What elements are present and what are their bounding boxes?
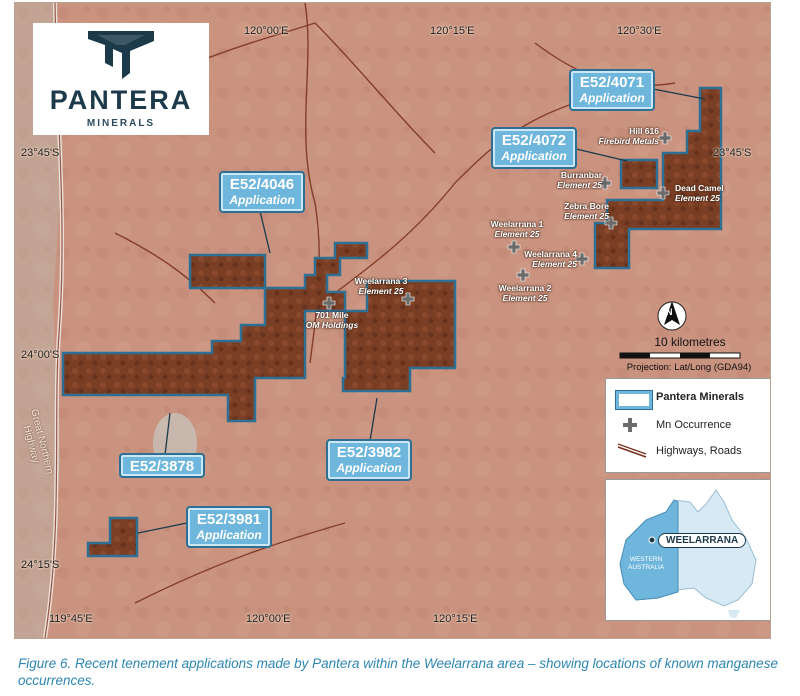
callout-e52-4046[interactable]: E52/4046 Application <box>219 171 305 213</box>
tenement-polygons <box>61 86 723 558</box>
lon-label-bottom-2: 120°00'E <box>246 613 291 625</box>
tenement-status: Application <box>501 149 567 163</box>
figure-caption: Figure 6. Recent tenement applications m… <box>18 656 778 688</box>
occurrence-marker <box>656 186 670 200</box>
map-legend: Pantera Minerals Mn Occurrence Highways,… <box>605 378 770 473</box>
occurrence-company: Element 25 <box>502 293 548 303</box>
legend-roads-label: Highways, Roads <box>656 445 742 457</box>
tenement-e52-4046-3878 <box>61 241 369 423</box>
tenement-e52-4072 <box>619 158 659 190</box>
occurrence-label-hill-616: Hill 616 <box>615 126 659 136</box>
region-line1: WESTERN <box>629 556 663 563</box>
western-plain <box>15 3 63 638</box>
map-frame[interactable]: PANTERA MINERALS 120°00'E 120°15'E 120°3… <box>14 2 771 639</box>
scale-label: 10 kilometres <box>654 335 726 349</box>
legend-occurrence-label: Mn Occurrence <box>656 419 732 431</box>
occurrence-marker <box>598 176 612 190</box>
inset-map-australia: Weelarrana WESTERN AUSTRALIA <box>605 479 770 621</box>
occurrence-company-hill-616: Firebird Metals <box>597 136 659 146</box>
occurrence-company: OM Holdings <box>305 320 359 330</box>
tenement-status: Application <box>196 528 262 542</box>
legend-tenement-swatch <box>615 390 653 410</box>
north-arrow-label: N <box>666 307 673 317</box>
road-line-icon <box>617 443 647 458</box>
lon-label-top-1: 120°00'E <box>244 25 289 37</box>
occurrence-label-dead-camel: Dead Camel Element 25 <box>675 183 727 203</box>
callout-e52-4072[interactable]: E52/4072 Application <box>491 127 577 169</box>
occurrence-name: Weelarrana 3 <box>354 276 408 286</box>
lat-label-left-3: 24°15'S <box>21 559 60 571</box>
lon-label-top-3: 120°30'E <box>617 25 662 37</box>
logo-name: PANTERA <box>49 85 193 115</box>
lat-label-left-2: 24°00'S <box>21 349 60 361</box>
logo-subtitle: MINERALS <box>86 118 156 129</box>
australia-outline <box>619 489 757 618</box>
cross-icon <box>623 418 637 432</box>
tenement-e52-3981 <box>86 516 139 558</box>
tenement-id: E52/4072 <box>501 132 567 149</box>
occurrence-marker <box>322 296 336 310</box>
pantera-emblem-icon <box>88 31 154 79</box>
tenement-id: E52/4046 <box>229 176 295 193</box>
tenement-status: Application <box>579 91 645 105</box>
projection-label: Projection: Lat/Long (GDA94) <box>626 362 752 373</box>
occurrence-company: Element 25 <box>358 286 404 296</box>
tenement-id: E52/3982 <box>336 444 402 461</box>
callout-e52-3981[interactable]: E52/3981 Application <box>186 506 272 548</box>
lon-label-bottom-3: 120°15'E <box>433 613 478 625</box>
occurrence-name: Burranbar <box>560 170 602 180</box>
lon-label-top-2: 120°15'E <box>430 25 475 37</box>
occurrence-marker <box>401 292 415 306</box>
occurrence-label-701-mile: 701 Mile OM Holdings <box>305 310 359 330</box>
occurrence-name: Zebra Bore <box>564 201 609 211</box>
lat-label-right-1: 23°45'S <box>713 147 752 159</box>
scale-bar <box>619 352 741 359</box>
occurrence-company: Firebird Metals <box>598 136 659 146</box>
occurrence-label-burranbar: Burranbar Element 25 <box>550 170 602 190</box>
occurrence-name: Weelarrana 4 <box>524 249 577 259</box>
inset-region-label: WESTERN AUSTRALIA <box>628 556 664 572</box>
inset-place-label: Weelarrana <box>658 533 747 548</box>
tenement-id: E52/3878 <box>129 458 195 475</box>
callout-pointers <box>137 88 706 534</box>
region-line2: AUSTRALIA <box>628 564 665 571</box>
legend-tenements-label: Pantera Minerals <box>656 391 745 403</box>
lat-label-left-1: 23°45'S <box>21 147 60 159</box>
occurrence-label-weelarrana-3: Weelarrana 3 Element 25 <box>353 276 409 296</box>
occurrence-label-weelarrana-4: Weelarrana 4 Element 25 <box>521 249 577 269</box>
occurrence-marker <box>658 131 672 145</box>
tenement-status: Application <box>229 193 295 207</box>
occurrence-company: Element 25 <box>494 229 540 239</box>
occurrence-company: Element 25 <box>675 193 720 203</box>
callout-e52-3982[interactable]: E52/3982 Application <box>326 439 412 481</box>
occurrence-name: Weelarrana 2 <box>498 283 552 293</box>
occurrence-label-weelarrana-2: Weelarrana 2 Element 25 <box>497 283 553 303</box>
mn-occurrence-markers <box>322 131 672 310</box>
pantera-logo: PANTERA MINERALS <box>33 23 209 135</box>
tenement-id: E52/4071 <box>579 74 645 91</box>
occurrence-name: Dead Camel <box>675 183 724 193</box>
occurrence-marker <box>516 268 530 282</box>
tenement-status: Application <box>336 461 402 475</box>
occurrence-name: 701 Mile <box>315 310 349 320</box>
occurrence-label-weelarrana-1: Weelarrana 1 Element 25 <box>489 219 545 239</box>
callout-e52-3878[interactable]: E52/3878 <box>119 453 205 478</box>
lon-label-bottom-1: 119°45'E <box>49 613 93 625</box>
callout-e52-4071[interactable]: E52/4071 Application <box>569 69 655 111</box>
occurrence-marker <box>575 252 589 266</box>
occurrence-label-zebra-bore: Zebra Bore Element 25 <box>553 201 609 221</box>
occurrence-company: Element 25 <box>532 259 577 269</box>
occurrence-name: Hill 616 <box>629 126 659 136</box>
occurrence-company: Element 25 <box>564 211 609 221</box>
occurrence-company: Element 25 <box>557 180 602 190</box>
occurrence-marker <box>507 240 521 254</box>
occurrence-marker <box>604 216 618 230</box>
tenement-id: E52/3981 <box>196 511 262 528</box>
occurrence-name: Weelarrana 1 <box>490 219 544 229</box>
north-arrow <box>657 301 687 331</box>
tenement-e52-3982 <box>341 279 457 393</box>
